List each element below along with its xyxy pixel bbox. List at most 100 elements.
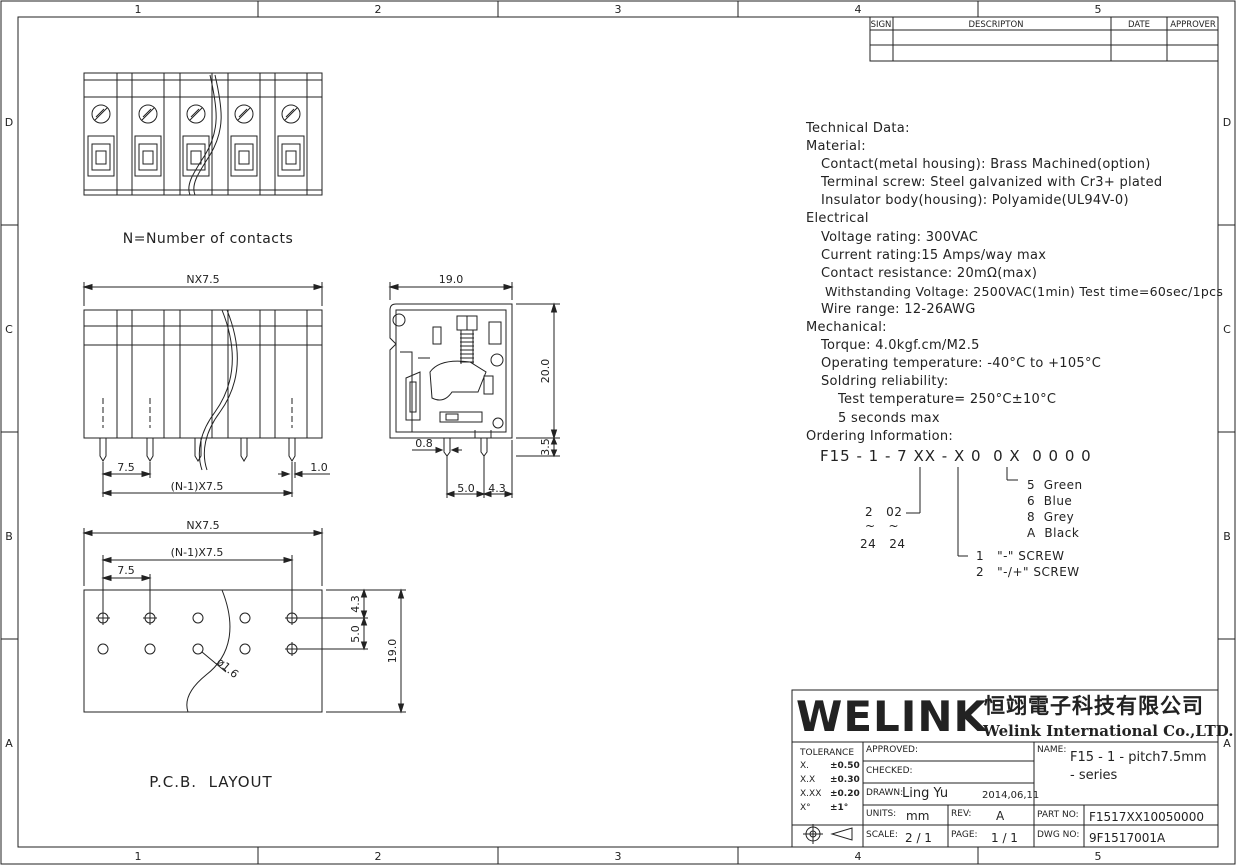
tech-line: Soldring reliability:: [821, 374, 949, 390]
row-label: A: [1223, 737, 1231, 750]
name-label: NAME:: [1037, 745, 1066, 755]
company-name-cn: 恒翊電子科技有限公司: [984, 694, 1204, 718]
company-name-en: Welink International Co.,LTD.: [982, 722, 1234, 740]
wire-entry: [87, 135, 115, 177]
poles-to: 24 24: [860, 537, 905, 551]
screw-option: 2 "-/+" SCREW: [976, 565, 1080, 579]
wire-entry: [134, 135, 162, 177]
tolerance-value: ±0.50: [830, 761, 860, 771]
color-option: 8 Grey: [1027, 510, 1074, 524]
scale-value: 2 / 1: [905, 831, 932, 845]
drawn-date: 2014,06,11: [982, 790, 1039, 801]
col-label: 2: [375, 850, 382, 863]
tolerance-value: ±0.30: [830, 775, 860, 785]
pcb-dim-depth: 19.0: [386, 639, 399, 664]
tech-line: Contact(metal housing): Brass Machined(o…: [821, 157, 1151, 173]
col-label: 1: [135, 3, 142, 16]
col-label: 5: [1095, 850, 1102, 863]
pcb-dim-total: NX7.5: [186, 519, 219, 532]
color-option: A Black: [1027, 526, 1079, 540]
front-dim-span: (N-1)X7.5: [171, 480, 224, 493]
pcb-dim-pitch: 7.5: [117, 564, 135, 577]
pcb-dim-row2: 5.0: [349, 625, 362, 643]
tolerance-value: ±0.20: [830, 789, 860, 799]
pcb-hole-row-2: [97, 642, 299, 656]
side-dim-pin-width: 0.8: [415, 437, 433, 450]
col-label: 4: [855, 850, 862, 863]
col-label: 4: [855, 3, 862, 16]
tech-heading: Ordering Information:: [806, 428, 954, 444]
scale-label: SCALE:: [866, 830, 898, 840]
rev-header-sign: SIGN: [871, 20, 892, 30]
tech-line: Current rating:15 Amps/way max: [821, 247, 1047, 263]
drawing-name-line1: F15 - 1 - pitch7.5mm: [1070, 750, 1207, 765]
tech-line: Wire range: 12-26AWG: [821, 301, 976, 317]
tech-heading: Material:: [806, 139, 866, 155]
col-label: 2: [375, 3, 382, 16]
col-label: 3: [615, 3, 622, 16]
screw-icon: [138, 104, 158, 124]
row-label: B: [1223, 530, 1231, 543]
poles-separator: ~ ~: [865, 519, 899, 533]
col-label: 5: [1095, 3, 1102, 16]
side-dim-width: 19.0: [439, 273, 464, 286]
dwg-label: DWG NO:: [1037, 830, 1079, 840]
color-option: 6 Blue: [1027, 494, 1072, 508]
row-label: C: [5, 323, 13, 336]
row-label: C: [1223, 323, 1231, 336]
pcb-layout: [82, 528, 406, 714]
drawn-by: Ling Yu: [902, 786, 948, 801]
page-label: PAGE:: [951, 830, 978, 840]
pcb-dim-span: (N-1)X7.5: [171, 546, 224, 559]
drawing-name-line2: - series: [1070, 768, 1118, 783]
tolerance-key: X°: [800, 803, 811, 813]
top-view-caption: N=Number of contacts: [123, 231, 294, 247]
part-label: PART NO:: [1037, 810, 1079, 820]
front-dim-total: NX7.5: [186, 273, 219, 286]
screw-icon: [234, 104, 254, 124]
screw-icon: [281, 104, 301, 124]
side-dim-b: 4.3: [488, 482, 506, 495]
tech-heading: Mechanical:: [806, 320, 887, 336]
tolerance-value: ±1°: [830, 803, 848, 813]
side-dim-pin-length: 3.5: [539, 438, 552, 456]
row-label: D: [5, 116, 13, 129]
tolerance-key: X.X: [800, 775, 815, 785]
tech-line: Operating temperature: -40°C to +105°C: [821, 356, 1102, 372]
tech-line: Insulator body(housing): Polyamide(UL94V…: [821, 193, 1129, 209]
tech-line: 5 seconds max: [838, 410, 940, 426]
color-option: 5 Green: [1027, 478, 1083, 492]
col-label: 3: [615, 850, 622, 863]
row-label: D: [1223, 116, 1231, 129]
tech-heading: Electrical: [806, 211, 869, 227]
page-value: 1 / 1: [991, 831, 1018, 845]
tolerance-key: X.: [800, 761, 809, 771]
wire-entry: [277, 135, 305, 177]
tech-line: Contact resistance: 20mΩ(max): [821, 265, 1038, 281]
part-number: F1517XX10050000: [1089, 810, 1204, 824]
rev-header-date: DATE: [1128, 20, 1150, 30]
ordering-code: F15 - 1 - 7 XX - X 0 0 X 0 0 0 0: [820, 447, 1092, 465]
tech-line: Test temperature= 250°C±10°C: [838, 392, 1057, 408]
technical-data: Technical Data: Material: Contact(metal …: [806, 120, 1223, 446]
row-label: A: [5, 737, 13, 750]
pcb-hole-row-1: [96, 611, 299, 625]
front-dim-pin: 1.0: [310, 461, 328, 474]
approved-label: APPROVED:: [866, 745, 918, 755]
front-dim-pitch: 7.5: [117, 461, 135, 474]
units-value: mm: [906, 809, 929, 823]
row-label: B: [5, 530, 13, 543]
tech-line: Terminal screw: Steel galvanized with Cr…: [821, 175, 1163, 191]
col-label: 1: [135, 850, 142, 863]
wire-entry: [230, 135, 258, 177]
tech-line: Torque: 4.0kgf.cm/M2.5: [821, 338, 980, 354]
tech-line: Withstanding Voltage: 2500VAC(1min) Test…: [825, 283, 1224, 299]
side-view: [388, 282, 560, 498]
title-block: [791, 689, 1219, 848]
pcb-caption: P.C.B. LAYOUT: [149, 773, 272, 791]
rev-value: A: [996, 809, 1005, 823]
top-view: [83, 72, 323, 196]
side-dim-height: 20.0: [539, 359, 552, 384]
poles-from: 2 02: [865, 505, 902, 519]
